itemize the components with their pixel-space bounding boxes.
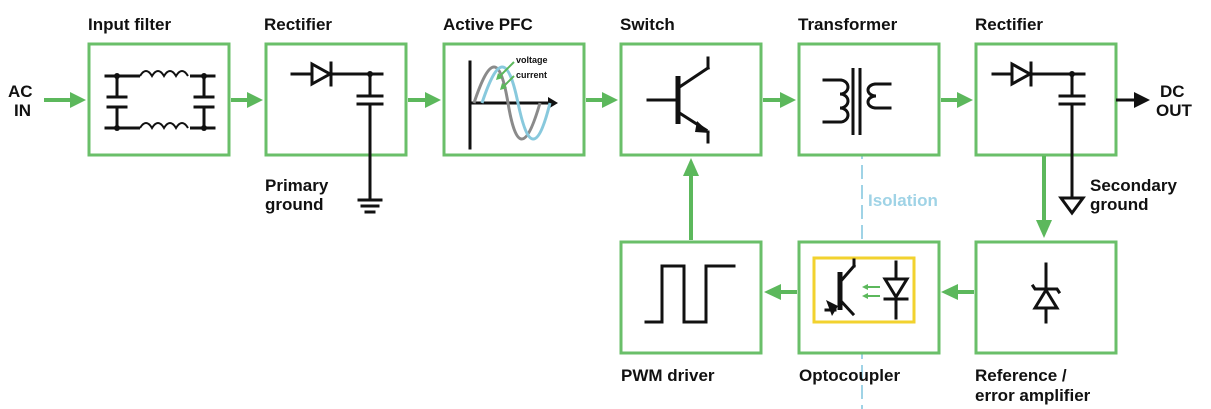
flow-arrow-filter-to-rectifier bbox=[231, 92, 263, 108]
title-switch: Switch bbox=[620, 15, 675, 34]
ac-in-label-line2: IN bbox=[14, 101, 31, 120]
flow-arrow-rectifier-to-pfc bbox=[408, 92, 441, 108]
optocoupler-block bbox=[797, 240, 941, 355]
input-filter-schematic bbox=[104, 70, 216, 132]
rectifier-primary-schematic bbox=[290, 61, 384, 202]
active-pfc-block bbox=[442, 42, 586, 157]
switch-transistor-icon bbox=[646, 56, 711, 144]
isolation-label: Isolation bbox=[868, 191, 938, 210]
rectifier-primary-block bbox=[264, 42, 408, 157]
secondary-ground-label-line1: Secondary bbox=[1090, 176, 1177, 195]
title-active-pfc: Active PFC bbox=[443, 15, 533, 34]
primary-ground-label-line1: Primary bbox=[265, 176, 329, 195]
title-optocoupler: Optocoupler bbox=[799, 366, 900, 385]
rectifier-secondary-block bbox=[974, 42, 1118, 157]
primary-ground-icon bbox=[357, 198, 383, 214]
flow-arrow-switch-to-transformer bbox=[763, 92, 796, 108]
title-input-filter: Input filter bbox=[88, 15, 171, 34]
optocoupler-icon bbox=[812, 256, 916, 324]
title-pwm-driver: PWM driver bbox=[621, 366, 715, 385]
title-transformer: Transformer bbox=[798, 15, 898, 34]
flow-arrow-pwm-to-switch bbox=[683, 158, 699, 240]
switch-block bbox=[619, 42, 763, 157]
flow-arrow-transformer-to-rectifier bbox=[941, 92, 973, 108]
dc-out-arrow bbox=[1116, 92, 1150, 108]
title-rectifier-primary: Rectifier bbox=[264, 15, 332, 34]
pfc-current-label: current bbox=[516, 70, 547, 80]
dc-out-label-line2: OUT bbox=[1156, 101, 1193, 120]
input-filter-block bbox=[87, 42, 231, 157]
pfc-waveform-graph: voltage current bbox=[468, 55, 558, 150]
ac-in-label-line1: AC bbox=[8, 82, 33, 101]
zener-diode-icon bbox=[1030, 262, 1062, 324]
pfc-voltage-label: voltage bbox=[516, 55, 548, 65]
pwm-square-wave-icon bbox=[644, 264, 736, 324]
title-reference-line2: error amplifier bbox=[975, 386, 1091, 405]
flow-arrow-ac-in bbox=[44, 92, 86, 108]
flow-arrow-pfc-to-switch bbox=[586, 92, 618, 108]
transformer-icon bbox=[822, 68, 892, 135]
flow-arrow-rectifier-to-reference bbox=[1036, 156, 1052, 238]
pwm-driver-block bbox=[619, 240, 763, 355]
secondary-ground-label-line2: ground bbox=[1090, 195, 1149, 214]
title-rectifier-secondary: Rectifier bbox=[975, 15, 1043, 34]
title-reference-line1: Reference / bbox=[975, 366, 1067, 385]
flow-arrow-optocoupler-to-pwm bbox=[764, 284, 797, 300]
primary-ground-label-line2: ground bbox=[265, 195, 324, 214]
dc-out-label-line1: DC bbox=[1160, 82, 1185, 101]
flow-arrow-reference-to-optocoupler bbox=[941, 284, 974, 300]
secondary-ground-icon bbox=[1058, 196, 1086, 216]
rectifier-secondary-schematic bbox=[991, 61, 1086, 200]
